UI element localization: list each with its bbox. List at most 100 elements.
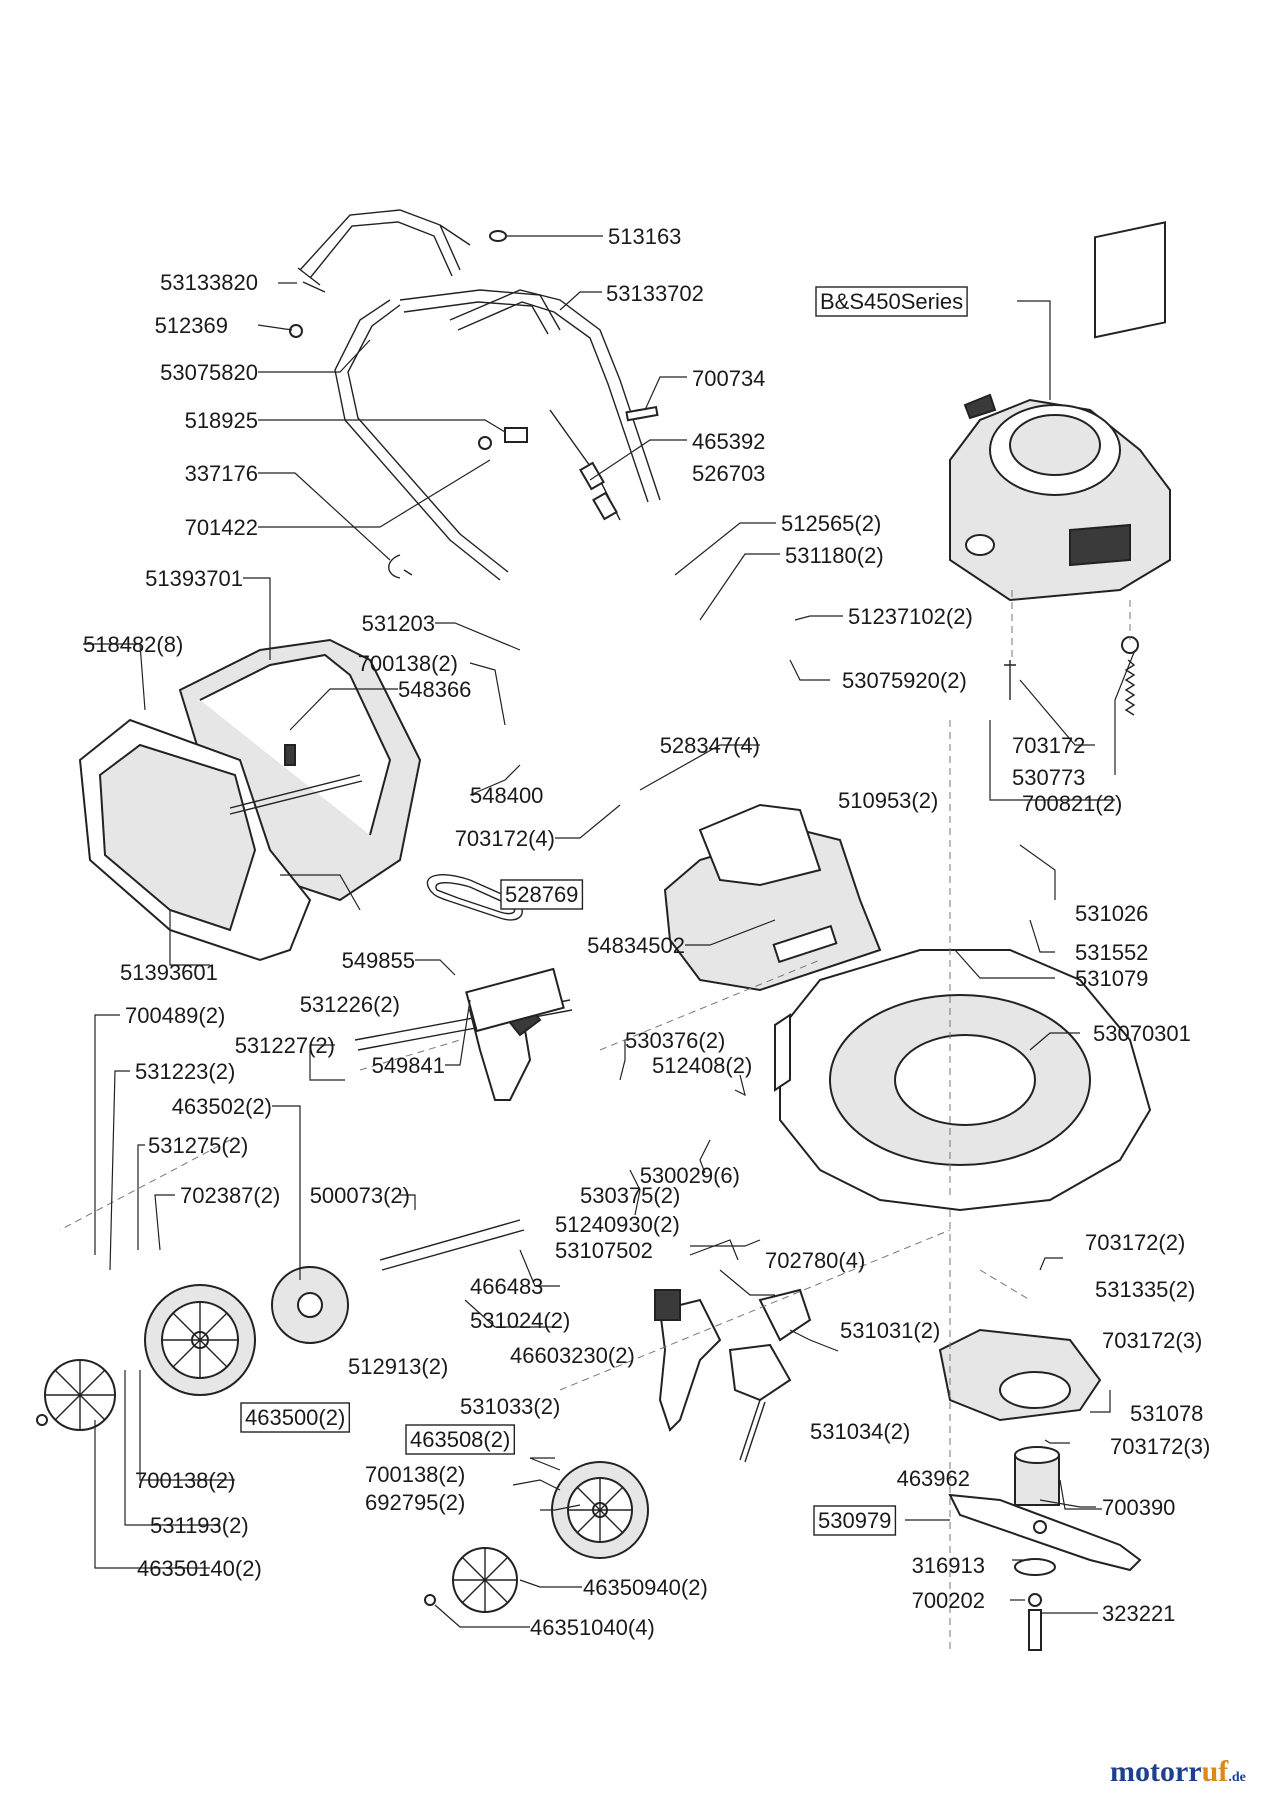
part-number: 518482(8)	[83, 632, 183, 657]
part-label-46351040: 46351040(4)	[530, 1615, 655, 1640]
part-number: B&S450Series	[820, 289, 963, 314]
part-number: 463962	[897, 1466, 970, 1491]
part-number: 700138(2)	[135, 1468, 235, 1493]
part-number: 53133702	[606, 281, 704, 306]
part-number: 526703	[692, 461, 765, 486]
part-number: 703172(3)	[1110, 1434, 1210, 1459]
part-number: 465392	[692, 429, 765, 454]
part-number: 531203	[362, 611, 435, 636]
part-label-531552: 531552	[1075, 940, 1148, 965]
part-number: 530376(2)	[625, 1028, 725, 1053]
part-label-531079: 531079	[1075, 966, 1148, 991]
part-label-700138-b: 700138(2)	[135, 1468, 235, 1493]
part-label-700821: 700821(2)	[1022, 791, 1122, 816]
part-number: 700489(2)	[125, 1003, 225, 1028]
part-label-531193: 531193(2)	[150, 1513, 249, 1538]
part-number: 46603230(2)	[510, 1343, 635, 1368]
part-label-53133820: 53133820	[160, 270, 258, 295]
part-number: 512408(2)	[652, 1053, 752, 1078]
assembly-guides	[59, 590, 1131, 1650]
part-label-548400: 548400	[470, 783, 543, 808]
part-label-54834502: 54834502	[587, 933, 685, 958]
part-number: 463508(2)	[410, 1427, 510, 1452]
part-label-531033: 531033(2)	[460, 1394, 560, 1419]
part-label-700734: 700734	[692, 366, 765, 391]
part-label-700390: 700390	[1102, 1495, 1175, 1520]
part-label-500073: 500073(2)	[310, 1183, 410, 1208]
part-number: 701422	[185, 515, 258, 540]
part-number: 531193(2)	[150, 1513, 249, 1538]
part-label-526703: 526703	[692, 461, 765, 486]
part-label-512369: 512369	[155, 313, 228, 338]
part-label-51393701: 51393701	[145, 566, 243, 591]
part-label-518925: 518925	[185, 408, 258, 433]
rear-flap	[663, 803, 882, 992]
bag-handle	[229, 744, 363, 815]
part-number: 53107502	[555, 1238, 653, 1263]
part-label-530376: 530376(2)	[625, 1028, 725, 1053]
part-number: 512369	[155, 313, 228, 338]
part-number: 53075820	[160, 360, 258, 385]
part-number: 531034(2)	[810, 1419, 910, 1444]
part-number: 46351040(4)	[530, 1615, 655, 1640]
part-label-530773: 530773	[1012, 765, 1085, 790]
part-label-703172-3b: 703172(3)	[1110, 1434, 1210, 1459]
part-number: 518925	[185, 408, 258, 433]
part-label-702387: 702387(2)	[180, 1183, 280, 1208]
part-number: 337176	[185, 461, 258, 486]
part-number: 51393701	[145, 566, 243, 591]
throttle-cable	[549, 409, 621, 521]
part-label-466483: 466483	[470, 1274, 543, 1299]
part-number: 51240930(2)	[555, 1212, 680, 1237]
upper-handle-bar	[297, 209, 471, 293]
part-number: 531552	[1075, 940, 1148, 965]
part-label-692795: 692795(2)	[365, 1490, 465, 1515]
part-label-53107502: 53107502	[555, 1238, 653, 1263]
wheel-rear-hubcap	[36, 1359, 116, 1431]
part-number: 703172(4)	[455, 826, 555, 851]
part-number: 531026	[1075, 901, 1148, 926]
part-label-465392: 465392	[692, 429, 765, 454]
part-number: 528769	[505, 882, 578, 907]
part-label-512565: 512565(2)	[781, 511, 881, 536]
part-number: 46350940(2)	[583, 1575, 708, 1600]
part-label-463500: 463500(2)	[240, 1402, 351, 1433]
part-label-531227: 531227(2)	[235, 1033, 335, 1058]
engine-bolt-set	[1004, 636, 1139, 716]
part-label-512913: 512913(2)	[348, 1354, 448, 1379]
part-number: 54834502	[587, 933, 685, 958]
part-number: 463500(2)	[245, 1405, 345, 1430]
part-number: 51393601	[120, 960, 218, 985]
part-number: 530773	[1012, 765, 1085, 790]
label-frame	[240, 1402, 351, 1433]
part-number: 531079	[1075, 966, 1148, 991]
wheel-front	[551, 1461, 649, 1559]
part-number: 703172(3)	[1102, 1328, 1202, 1353]
engine	[949, 221, 1171, 602]
part-number: 531335(2)	[1095, 1277, 1195, 1302]
part-number: 53070301	[1093, 1021, 1191, 1046]
part-label-703172-engine: 703172	[1012, 733, 1085, 758]
part-label-531180: 531180(2)	[785, 543, 884, 568]
part-label-316913: 316913	[912, 1553, 985, 1578]
part-label-531078: 531078	[1130, 1401, 1203, 1426]
part-label-531203: 531203	[362, 611, 435, 636]
part-label-548366: 548366	[398, 677, 471, 702]
part-number: 530375(2)	[580, 1183, 680, 1208]
part-label-463962: 463962	[897, 1466, 970, 1491]
part-number: 702387(2)	[180, 1183, 280, 1208]
part-number: 549841	[372, 1053, 445, 1078]
part-label-51393601: 51393601	[120, 960, 218, 985]
label-frame	[813, 1505, 897, 1536]
part-label-530979: 530979	[813, 1505, 897, 1536]
part-number: 692795(2)	[365, 1490, 465, 1515]
part-number: 510953(2)	[838, 788, 938, 813]
part-label-337176: 337176	[185, 461, 258, 486]
part-label-700489: 700489(2)	[125, 1003, 225, 1028]
part-number: 530029(6)	[640, 1163, 740, 1188]
part-label-46350140: 46350140(2)	[137, 1556, 262, 1581]
leader-lines	[83, 235, 1136, 1628]
part-label-513163: 513163	[608, 224, 681, 249]
part-number: 53075920(2)	[842, 668, 967, 693]
part-number: 512565(2)	[781, 511, 881, 536]
